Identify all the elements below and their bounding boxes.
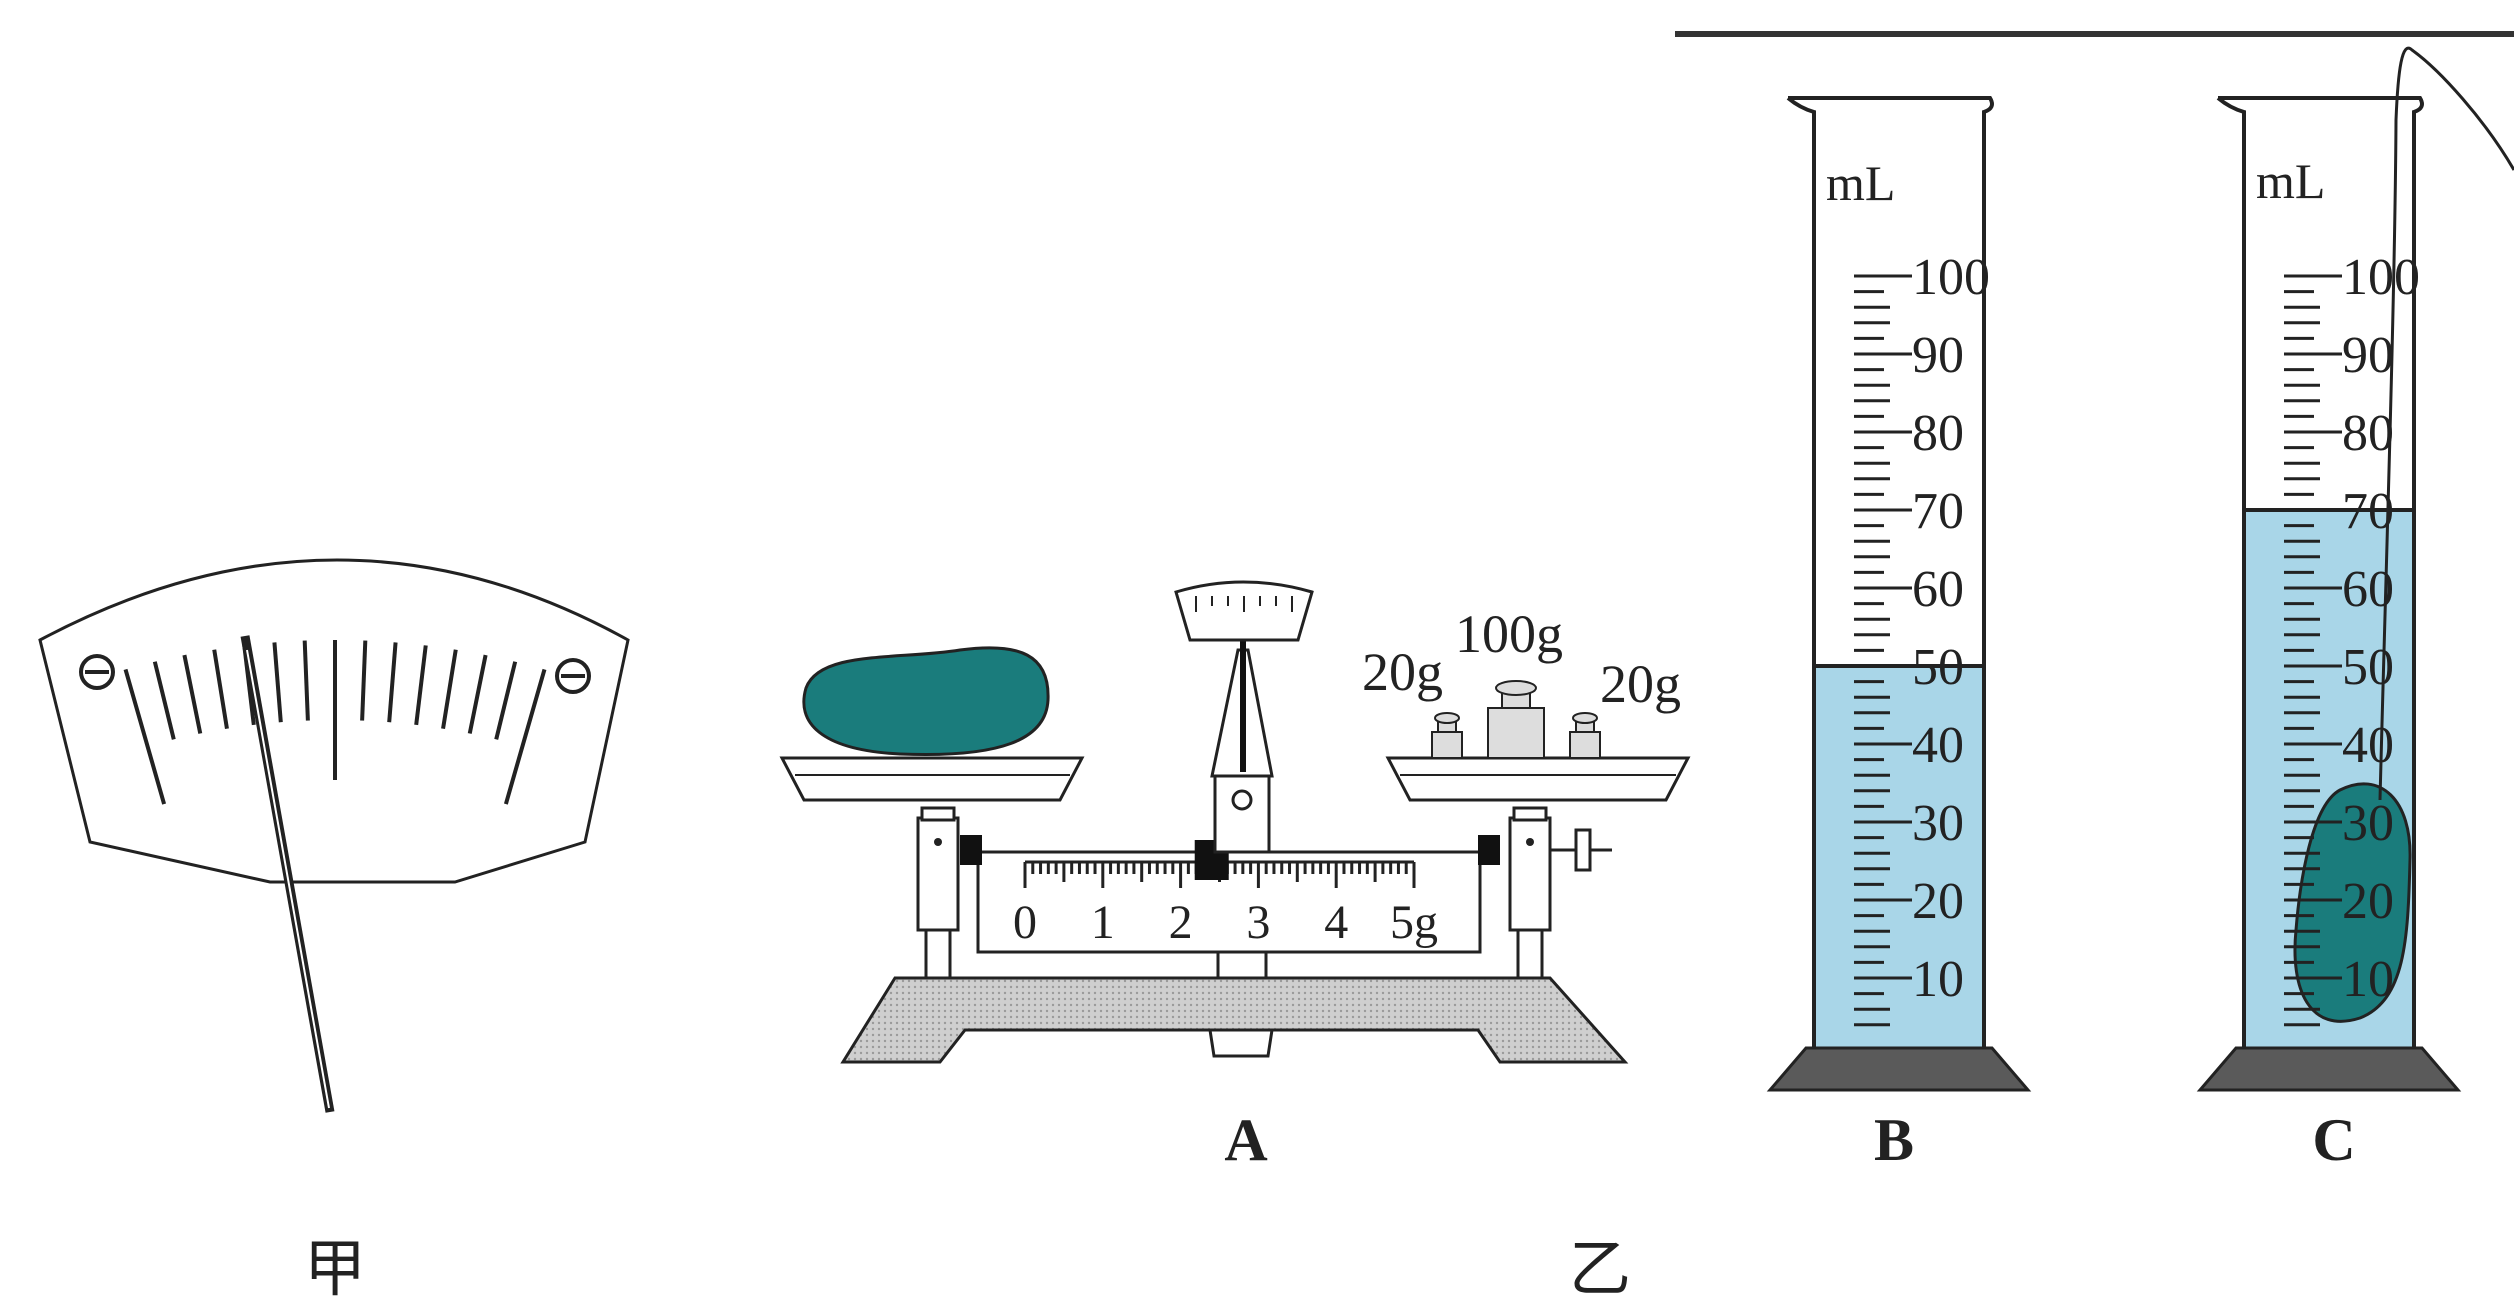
beam-scale-label: 5g — [1390, 896, 1438, 949]
dial-tick — [182, 654, 203, 734]
cylinder-c-unit: mL — [2256, 153, 2325, 209]
cylinder-scale-label: 90 — [2342, 327, 2394, 384]
dial-tick — [360, 640, 368, 721]
weight-label-20g-right: 20g — [1600, 654, 1681, 714]
beam-end-right — [1478, 835, 1500, 865]
cylinder-b-ticks — [1854, 274, 1912, 1027]
dial-tick — [494, 661, 518, 740]
beam-scale-label: 3 — [1246, 896, 1270, 949]
cylinder-b-scale-labels: 100 90 80 70 60 50 40 30 20 10 — [1912, 249, 1990, 1008]
dial-screw-left — [79, 654, 115, 690]
cylinder-scale-label: 40 — [1912, 717, 1964, 774]
cylinder-scale-label: 30 — [1912, 795, 1964, 852]
post-right — [1508, 806, 1612, 980]
cylinder-c-wall — [2216, 96, 2424, 1048]
dial-ticks — [123, 640, 547, 805]
cylinder-scale-label: 70 — [1912, 483, 1964, 540]
cylinder-c-ticks — [2284, 274, 2342, 1027]
cylinder-scale-label: 10 — [1912, 951, 1964, 1008]
cylinder-scale-label: 50 — [1912, 639, 1964, 696]
dial-tick — [123, 668, 167, 805]
dial-tick — [387, 642, 398, 723]
figure-label-jia: 甲 — [304, 1232, 366, 1305]
cylinder-scale-label: 100 — [1912, 249, 1990, 306]
cylinder-b-unit: mL — [1826, 155, 1895, 211]
beam-scale-label: 2 — [1169, 896, 1193, 949]
cylinder-scale-label: 60 — [1912, 561, 1964, 618]
cylinder-scale-label: 60 — [2342, 561, 2394, 618]
weight-100g — [1487, 680, 1545, 759]
dial-tick — [152, 661, 176, 740]
balance-beam — [976, 850, 1482, 954]
beam-scale-label: 0 — [1013, 896, 1037, 949]
dial-tick — [212, 649, 229, 729]
figure-label-yi: 乙 — [1569, 1232, 1631, 1305]
cylinder-scale-label: 20 — [1912, 873, 1964, 930]
cylinder-b: 100 90 80 70 60 50 40 30 20 10 mL B — [1766, 96, 2032, 1173]
dial-screw-right — [555, 658, 591, 694]
dial-tick — [302, 640, 310, 721]
pan-right — [1385, 756, 1691, 802]
cylinder-scale-label: 20 — [2342, 873, 2394, 930]
cylinder-c-base — [2196, 1046, 2462, 1092]
figure-label-c: C — [2312, 1107, 2355, 1173]
post-left — [916, 806, 960, 980]
cylinder-c: 100 90 80 70 60 50 40 30 20 10 mL C — [2196, 46, 2514, 1173]
figure-label-b: B — [1874, 1107, 1914, 1173]
suspension-thread — [2378, 46, 2514, 801]
cylinder-b-base — [1766, 1046, 2032, 1092]
cylinder-scale-label: 70 — [2342, 483, 2394, 540]
beam-end-left — [960, 835, 982, 865]
cylinder-scale-label: 80 — [2342, 405, 2394, 462]
cylinder-c-scale-labels: 100 90 80 70 60 50 40 30 20 10 — [2342, 249, 2420, 1008]
rock-sample-submerged — [2293, 782, 2412, 1023]
cylinder-scale-label: 40 — [2342, 717, 2394, 774]
balance-pointer-column — [1210, 628, 1274, 980]
weight-label-20g-left: 20g — [1362, 642, 1443, 702]
dial-tick — [467, 654, 488, 734]
cylinder-b-wall — [1786, 96, 1994, 1048]
beam-scale-label: 1 — [1091, 896, 1115, 949]
dial-tick — [272, 642, 283, 723]
dial-tick — [503, 668, 547, 805]
pan-left — [779, 756, 1085, 802]
balance-indicator-dial — [1174, 580, 1314, 642]
cylinder-scale-label: 30 — [2342, 795, 2394, 852]
water-b — [1814, 666, 1984, 1048]
cylinder-scale-label: 10 — [2342, 951, 2394, 1008]
dial-tick — [414, 645, 428, 726]
beam-scale-label: 4 — [1324, 896, 1348, 949]
figure-label-a: A — [1224, 1107, 1267, 1173]
dial-tick — [441, 649, 458, 729]
cylinder-scale-label: 50 — [2342, 639, 2394, 696]
weight-20g-right — [1569, 712, 1601, 759]
dial-needle-highlight — [246, 649, 330, 1109]
rock-sample — [802, 646, 1050, 757]
meter-dial: 甲 — [38, 558, 630, 1305]
cylinder-scale-label: 80 — [1912, 405, 1964, 462]
balance-base-foot — [1208, 1028, 1274, 1058]
weight-20g-left — [1431, 712, 1463, 759]
balance-base — [840, 976, 1629, 1064]
cylinder-scale-label: 100 — [2342, 249, 2420, 306]
weight-label-100g: 100g — [1455, 604, 1563, 664]
cylinder-scale-label: 90 — [1912, 327, 1964, 384]
